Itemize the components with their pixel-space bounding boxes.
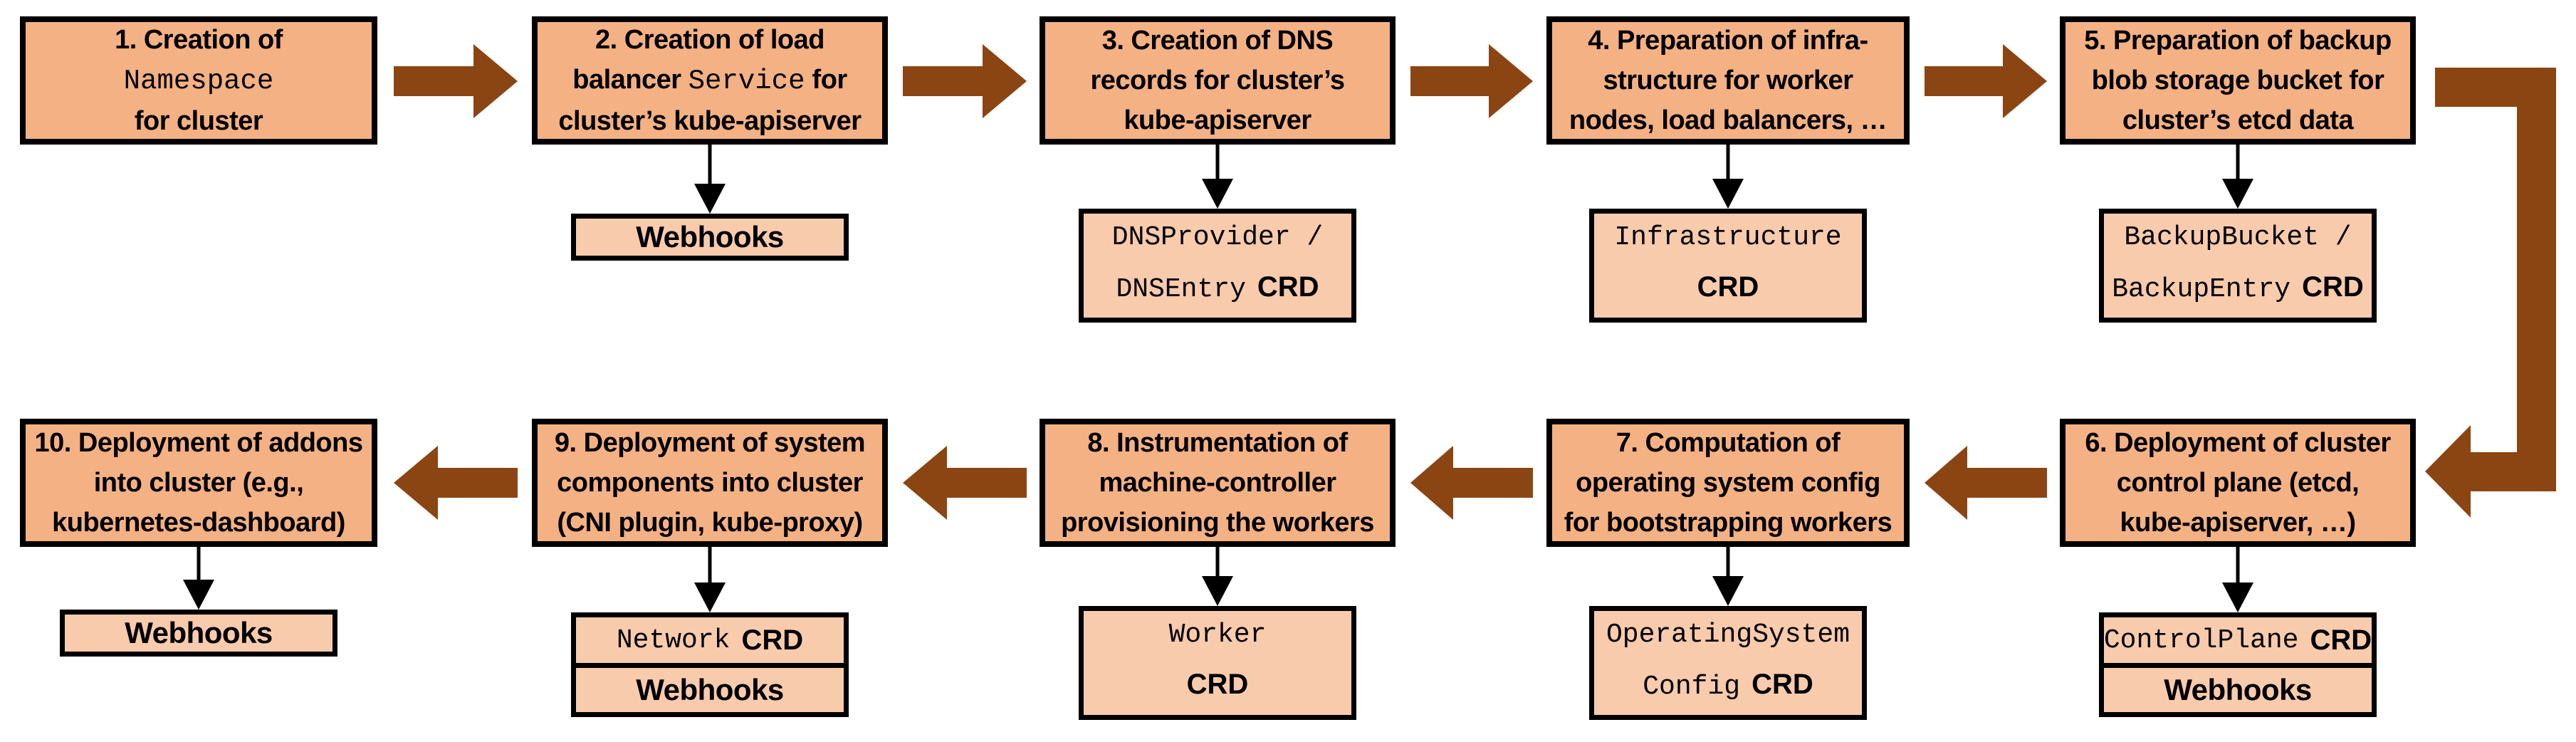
- step-5-line-2: blob storage bucket for: [2091, 66, 2384, 95]
- dns-crd-line-1: DNSProvider /: [1111, 222, 1324, 253]
- connector-step2-webhooks-head: [694, 184, 726, 214]
- step-9-line-3: (CNI plugin, kube-proxy): [557, 508, 863, 538]
- step-4-line-1: 4. Preparation of infra-: [1588, 26, 1868, 56]
- step-2-line-3: cluster’s kube-apiserver: [558, 106, 862, 136]
- step-8-line-2: machine-controller: [1099, 468, 1336, 498]
- step-7-line-1: 7. Computation of: [1616, 428, 1841, 458]
- step-2-line-2: balancer Service for: [572, 65, 847, 97]
- step-10-line-1: 10. Deployment of addons: [34, 428, 363, 458]
- webhooks-box-step10: Webhooks: [60, 610, 337, 657]
- flow-arrow-step5-step6-elbow: [2425, 68, 2556, 518]
- flow-arrow-step2-step3: [903, 44, 1027, 118]
- step-1-box: 1. Creation of Namespace for cluster: [20, 16, 377, 145]
- step-7-line-3: for bootstrapping workers: [1564, 508, 1892, 538]
- webhooks-box-step2: Webhooks: [571, 214, 849, 261]
- flow-arrow-step6-step7: [1925, 446, 2047, 520]
- connector-step7-osc-crd-head: [1712, 576, 1744, 606]
- controlplane-webhooks-cell: Webhooks: [2099, 663, 2377, 717]
- step-9-line-2: components into cluster: [557, 468, 863, 498]
- step-7-box: 7. Computation of operating system confi…: [1546, 419, 1910, 547]
- step-1-line-3: for cluster: [134, 106, 263, 136]
- step-5-line-1: 5. Preparation of backup: [2084, 26, 2392, 56]
- step-10-box: 10. Deployment of addons into cluster (e…: [20, 419, 377, 547]
- step-8-line-3: provisioning the workers: [1061, 508, 1374, 538]
- connector-step10-webhooks-head: [183, 580, 214, 610]
- infrastructure-crd-line-2: CRD: [1697, 271, 1759, 303]
- flow-arrow-step4-step5: [1925, 44, 2047, 118]
- network-webhooks-cell: Webhooks: [571, 663, 849, 717]
- step-10-line-3: kubernetes-dashboard): [52, 508, 345, 538]
- infrastructure-crd-line-1: Infrastructure: [1614, 222, 1842, 253]
- step-2-box: 2. Creation of load balancer Service for…: [532, 16, 888, 145]
- step-5-box: 5. Preparation of backup blob storage bu…: [2060, 16, 2416, 145]
- step-5-line-3: cluster’s etcd data: [2122, 105, 2354, 135]
- connector-step9-network-crd-head: [694, 582, 726, 612]
- flow-arrow-step7-step8: [1410, 446, 1533, 520]
- step-8-box: 8. Instrumentation of machine-controller…: [1040, 419, 1396, 547]
- flow-arrow-step3-step4: [1410, 44, 1533, 118]
- step-9-line-1: 9. Deployment of system: [554, 428, 866, 458]
- backup-crd-line-1: BackupBucket /: [2124, 222, 2352, 253]
- step-6-line-2: control plane (etcd,: [2116, 468, 2360, 498]
- flow-arrow-step1-step2: [394, 44, 518, 118]
- osc-crd-line-1: OperatingSystem: [1606, 620, 1850, 650]
- webhooks-label: Webhooks: [125, 616, 273, 649]
- step-3-line-1: 3. Creation of DNS: [1101, 26, 1334, 56]
- step-3-line-3: kube-apiserver: [1124, 105, 1311, 135]
- step-2-line-1: 2. Creation of load: [595, 25, 824, 55]
- step-3-box: 3. Creation of DNS records for cluster’s…: [1040, 16, 1396, 145]
- connector-step4-infra-crd-head: [1712, 179, 1744, 209]
- step-6-line-3: kube-apiserver, …): [2120, 508, 2356, 538]
- webhooks-label: Webhooks: [636, 220, 784, 254]
- step-4-line-2: structure for worker: [1603, 66, 1853, 95]
- worker-crd-line-1: Worker: [1168, 620, 1267, 650]
- step-1-line-2: Namespace: [123, 66, 274, 97]
- worker-crd-line-2: CRD: [1186, 669, 1249, 700]
- step-1-line-1: 1. Creation of: [115, 25, 283, 55]
- crd-box-infrastructure: Infrastructure CRD: [1589, 209, 1867, 323]
- step-4-line-3: nodes, load balancers, …: [1569, 105, 1888, 135]
- crd-box-worker: Worker CRD: [1079, 606, 1356, 720]
- step-8-line-1: 8. Instrumentation of: [1087, 428, 1348, 458]
- flow-arrow-step8-step9: [903, 446, 1027, 520]
- connector-step8-worker-crd-head: [1202, 576, 1233, 606]
- step-3-line-2: records for cluster’s: [1090, 66, 1345, 95]
- step-6-line-1: 6. Deployment of cluster: [2085, 428, 2391, 458]
- flow-arrow-step9-step10: [394, 446, 518, 520]
- step-7-line-2: operating system config: [1576, 468, 1880, 498]
- step-6-box: 6. Deployment of cluster control plane (…: [2060, 419, 2416, 547]
- connector-step6-controlplane-crd-head: [2222, 582, 2253, 612]
- step-10-line-2: into cluster (e.g.,: [93, 468, 304, 498]
- connector-step5-backup-crd-head: [2222, 179, 2253, 209]
- step-9-box: 9. Deployment of system components into …: [532, 419, 888, 547]
- connector-step3-dns-crd-head: [1202, 179, 1233, 209]
- step-4-box: 4. Preparation of infra- structure for w…: [1546, 16, 1910, 145]
